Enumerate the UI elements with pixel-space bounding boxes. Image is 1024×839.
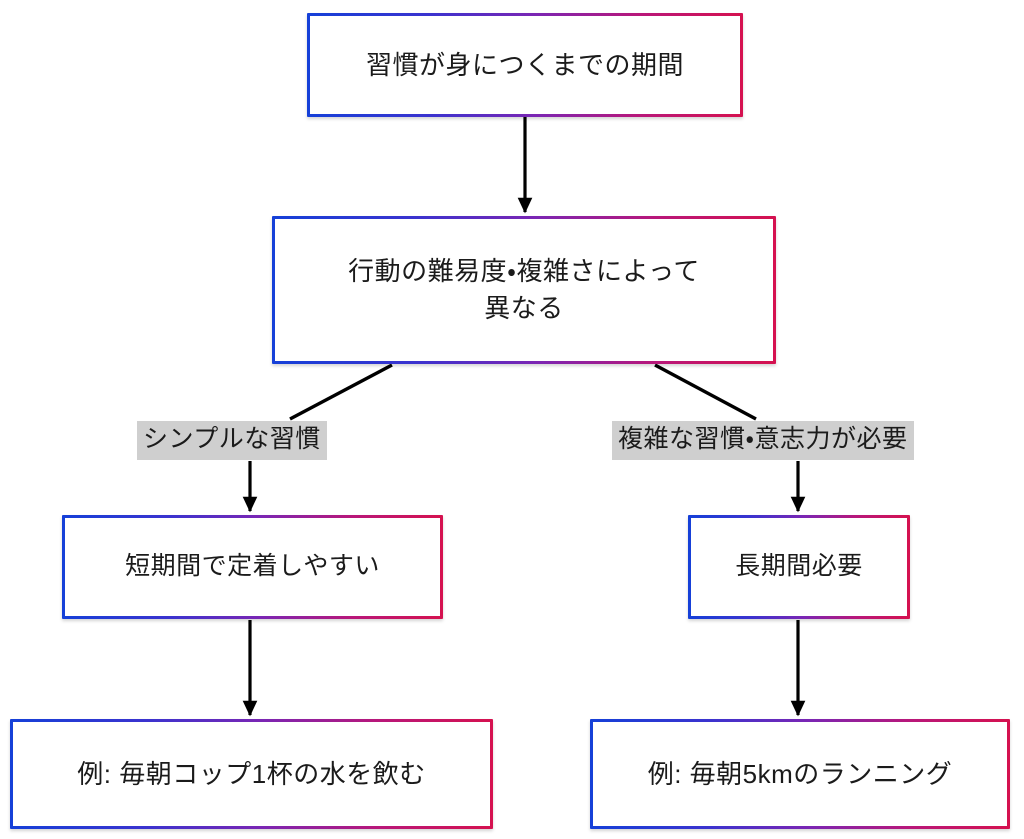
- node-short-term-habit[interactable]: 短期間で定着しやすい: [62, 515, 443, 619]
- node-root[interactable]: 習慣が身につくまでの期間: [307, 13, 743, 117]
- node-varies-by-difficulty[interactable]: 行動の難易度・複雑さによって 異なる: [272, 216, 776, 364]
- edge-vary-to-simple: [289, 363, 393, 421]
- node-long-term-required[interactable]: 長期間必要: [688, 515, 910, 619]
- node-example-complex-habit-label: 例: 毎朝5kmのランニング: [647, 758, 953, 789]
- node-root-label: 習慣が身につくまでの期間: [365, 49, 684, 80]
- edge-vary-to-complex: [654, 363, 757, 421]
- node-varies-by-difficulty-label: 行動の難易度・複雑さによって 異なる: [348, 256, 700, 323]
- node-example-complex-habit[interactable]: 例: 毎朝5kmのランニング: [590, 719, 1010, 829]
- node-example-simple-habit[interactable]: 例: 毎朝コップ1杯の水を飲む: [10, 719, 493, 829]
- node-long-term-required-label: 長期間必要: [735, 552, 863, 581]
- node-short-term-habit-label: 短期間で定着しやすい: [125, 552, 380, 581]
- edge-label-complex-habit: 複雑な習慣・意志力が必要: [612, 421, 914, 460]
- edge-label-simple-habit: シンプルな習慣: [137, 421, 327, 460]
- node-example-simple-habit-label: 例: 毎朝コップ1杯の水を飲む: [77, 758, 426, 789]
